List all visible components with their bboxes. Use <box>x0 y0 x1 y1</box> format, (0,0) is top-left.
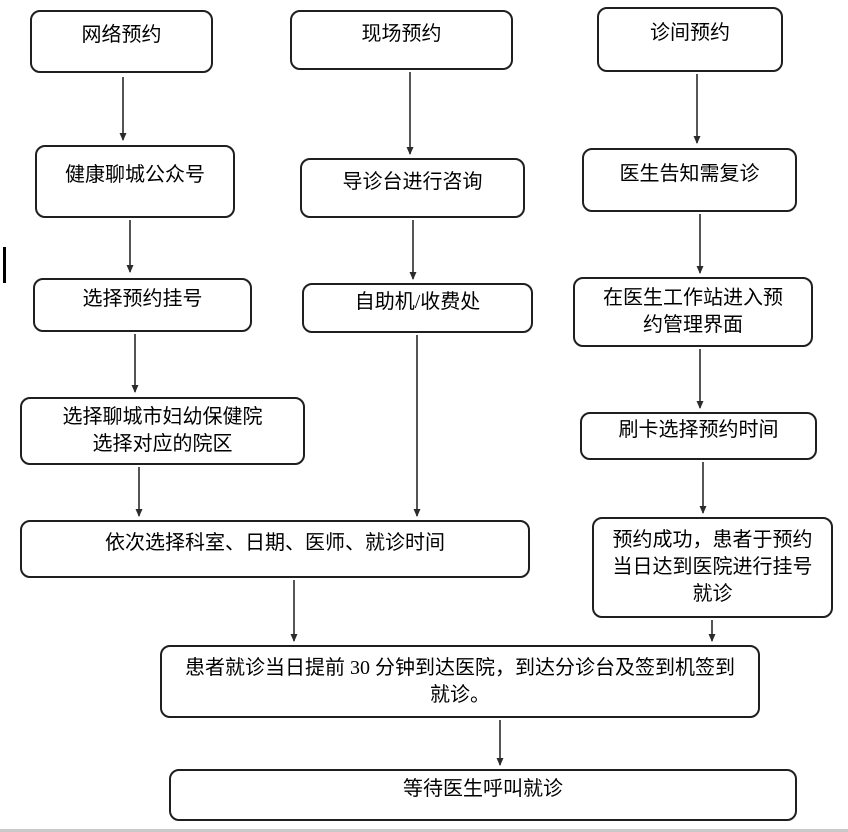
node-onsite-booking: 现场预约 <box>290 10 513 70</box>
node-doctor-workstation-appointment-mgmt: 在医生工作站进入预 约管理界面 <box>573 277 813 347</box>
node-online-booking: 网络预约 <box>30 10 213 73</box>
node-arrive-30min-checkin: 患者就诊当日提前 30 分钟到达医院，到达分诊台及签到机签到 就诊。 <box>160 645 760 718</box>
node-guide-desk-consult: 导诊台进行咨询 <box>300 158 525 218</box>
left-margin-cursor-mark <box>3 247 6 283</box>
node-wait-doctor-call: 等待医生呼叫就诊 <box>169 769 797 821</box>
node-booking-success-arrive-register: 预约成功，患者于预约 当日达到医院进行挂号 就诊 <box>592 517 833 618</box>
node-select-hospital-and-campus: 选择聊城市妇幼保健院 选择对应的院区 <box>20 397 305 465</box>
page-bottom-edge-line <box>0 829 848 832</box>
node-select-appointment-registration: 选择预约挂号 <box>33 278 252 332</box>
node-health-liaocheng-wechat: 健康聊城公众号 <box>35 145 235 218</box>
node-clinic-booking: 诊间预约 <box>597 7 783 72</box>
node-swipe-card-select-time: 刷卡选择预约时间 <box>580 412 817 460</box>
node-doctor-advises-revisit: 医生告知需复诊 <box>582 148 797 212</box>
node-self-service-or-cashier: 自助机/收费处 <box>302 283 533 333</box>
node-select-dept-date-doctor-time: 依次选择科室、日期、医师、就诊时间 <box>20 520 530 578</box>
